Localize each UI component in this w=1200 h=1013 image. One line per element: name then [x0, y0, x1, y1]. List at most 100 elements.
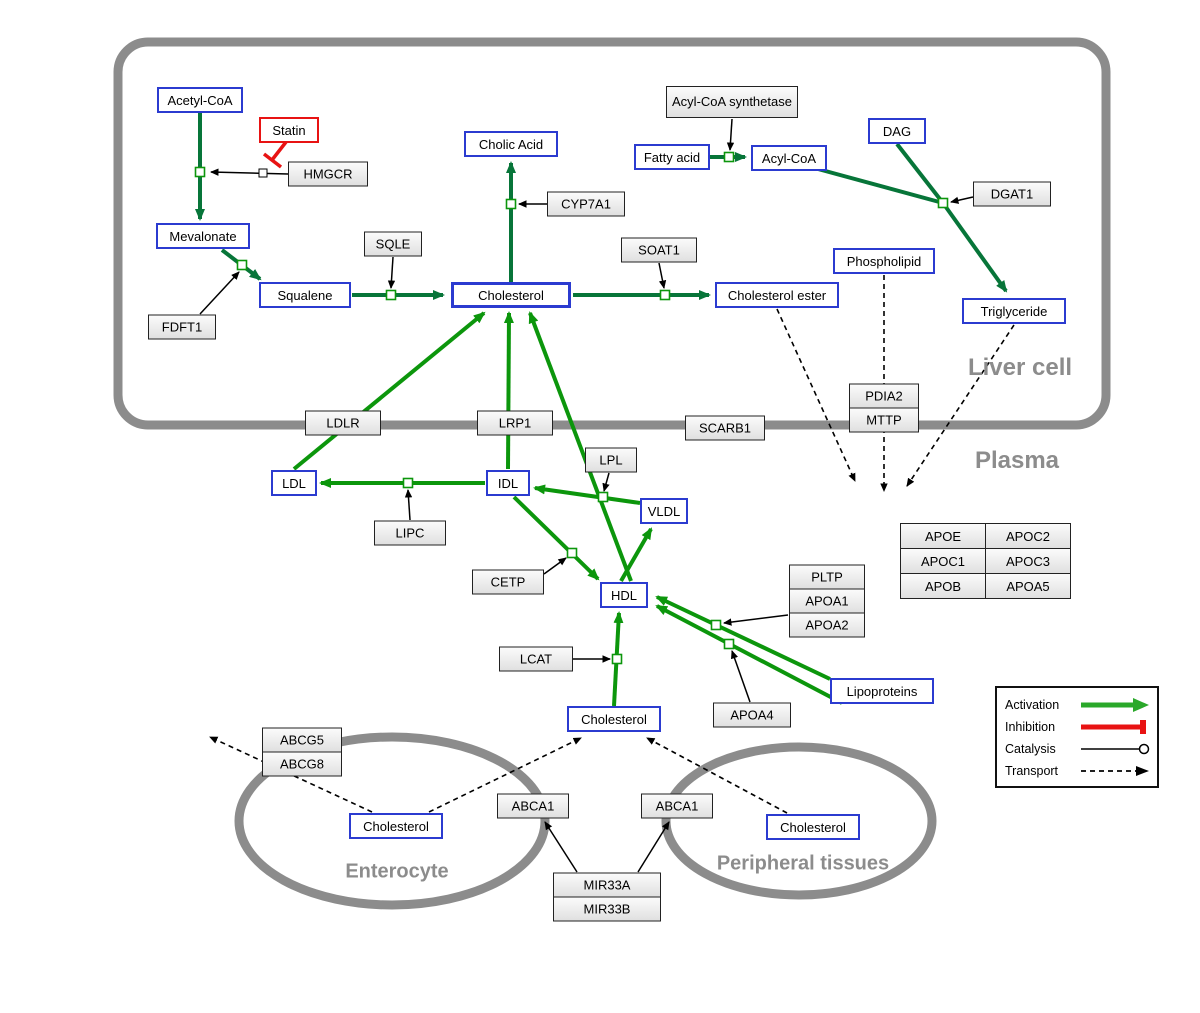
node-abcg5[interactable]: ABCG5 [262, 727, 342, 753]
node-abca1-peripheral[interactable]: ABCA1 [641, 793, 713, 819]
node-triglyceride[interactable]: Triglyceride [962, 298, 1066, 324]
node-hdl[interactable]: HDL [600, 582, 648, 608]
node-mevalonate[interactable]: Mevalonate [156, 223, 250, 249]
node-squalene[interactable]: Squalene [259, 282, 351, 308]
node-ldl[interactable]: LDL [271, 470, 317, 496]
edge-junction-triglyceride [941, 201, 1008, 293]
anchor-acetylcoa-mevalonate [194, 166, 206, 178]
anchor-vldl-idl [597, 491, 609, 503]
edge-mir33-abca1-left [544, 821, 578, 873]
anchor-cholesterol-ester [659, 289, 671, 301]
liver-cell-outline [113, 37, 1111, 430]
node-apoc1[interactable]: APOC1 [901, 549, 986, 574]
edge-ldl-cholesterol [292, 311, 486, 471]
node-mir33b[interactable]: MIR33B [553, 896, 661, 922]
edge-idl-hdl [512, 495, 600, 581]
node-apob[interactable]: APOB [901, 574, 986, 599]
node-apoe[interactable]: APOE [901, 524, 986, 549]
transport-cholesterolester-plasma [776, 308, 856, 482]
anchor-dgat1-junction [937, 197, 949, 209]
node-apoc2[interactable]: APOC2 [986, 524, 1071, 549]
node-fatty-acid[interactable]: Fatty acid [634, 144, 710, 170]
legend-activation-label: Activation [1005, 698, 1060, 712]
activation-edges [292, 311, 843, 707]
inhibition-statin-line [270, 140, 288, 162]
node-dag[interactable]: DAG [868, 118, 926, 144]
liver-cell-label: Liver cell [967, 354, 1073, 381]
legend-inhibition-label: Inhibition [1005, 720, 1056, 734]
node-apoa4[interactable]: APOA4 [713, 702, 791, 728]
node-cholesterol-plasma[interactable]: Cholesterol [567, 706, 661, 732]
catalysis-apoa4 [731, 650, 751, 703]
anchor-cholesterol-cholicacid [505, 198, 517, 210]
edge-lipoproteins-hdl-1 [655, 595, 831, 681]
node-statin[interactable]: Statin [259, 117, 319, 143]
edge-hdl-cholesterol [528, 311, 633, 582]
node-apoa5[interactable]: APOA5 [986, 574, 1071, 599]
legend-row-catalysis: Catalysis [1005, 738, 1153, 760]
catalysis-edges [199, 118, 974, 873]
inhibition-edge [262, 140, 288, 169]
node-cholesterol-peripheral[interactable]: Cholesterol [766, 814, 860, 840]
catalysis-acylcoa-synthetase [726, 118, 735, 151]
inhibition-statin-bar [262, 152, 283, 169]
node-abca1-enterocyte[interactable]: ABCA1 [497, 793, 569, 819]
catalysis-dgat1 [950, 196, 974, 204]
node-mir33a[interactable]: MIR33A [553, 872, 661, 898]
node-apoc3[interactable]: APOC3 [986, 549, 1071, 574]
node-ldlr[interactable]: LDLR [305, 410, 381, 436]
catalysis-circle-icon [1081, 743, 1150, 755]
node-lipoproteins[interactable]: Lipoproteins [830, 678, 934, 704]
catalysis-sqle [387, 256, 396, 289]
node-apoa1[interactable]: APOA1 [789, 588, 865, 614]
catalysis-soat1 [658, 262, 667, 289]
legend-catalysis-label: Catalysis [1005, 742, 1056, 756]
node-lcat[interactable]: LCAT [499, 646, 573, 672]
node-lrp1[interactable]: LRP1 [477, 410, 553, 436]
edge-idl-cholesterol [503, 311, 514, 470]
node-pdia2[interactable]: PDIA2 [849, 383, 919, 409]
node-dgat1[interactable]: DGAT1 [973, 181, 1051, 207]
anchor-mevalonate-squalene [236, 259, 248, 271]
edge-vldl-idl [533, 484, 641, 505]
catalysis-pltp-group [723, 614, 789, 626]
edge-acylcoa-junction [817, 167, 944, 205]
node-apoa2[interactable]: APOA2 [789, 612, 865, 638]
node-cyp7a1[interactable]: CYP7A1 [547, 191, 625, 217]
node-lpl[interactable]: LPL [585, 447, 637, 473]
node-vldl[interactable]: VLDL [640, 498, 688, 524]
node-soat1[interactable]: SOAT1 [621, 237, 697, 263]
legend-transport-label: Transport [1005, 764, 1059, 778]
node-hmgcr[interactable]: HMGCR [288, 161, 368, 187]
catalysis-lpl [602, 472, 610, 492]
anchor-idl-ldl [402, 477, 414, 489]
node-abcg8[interactable]: ABCG8 [262, 751, 342, 777]
node-scarb1[interactable]: SCARB1 [685, 415, 765, 441]
transport-enterocyte-cholesterol-plasma [428, 737, 582, 813]
catalysis-lipc [404, 489, 413, 521]
node-cholesterol-ester[interactable]: Cholesterol ester [715, 282, 839, 308]
node-acyl-coa[interactable]: Acyl-CoA [751, 145, 827, 171]
node-acyl-coa-synthetase[interactable]: Acyl-CoA synthetase [666, 86, 798, 118]
transport-dashed-arrow-icon [1081, 766, 1149, 776]
node-cetp[interactable]: CETP [472, 569, 544, 595]
edge-anchor-squares [194, 151, 949, 665]
node-pltp[interactable]: PLTP [789, 564, 865, 590]
apolipoprotein-table: APOE APOC2 APOC1 APOC3 APOB APOA5 [900, 523, 1071, 599]
anchor-lipoproteins-hdl-2 [723, 638, 735, 650]
node-cholesterol-enterocyte[interactable]: Cholesterol [349, 813, 443, 839]
legend-row-activation: Activation [1005, 694, 1153, 716]
edge-hdl-vldl [619, 527, 653, 582]
catalysis-cetp [543, 557, 567, 575]
node-cholic-acid[interactable]: Cholic Acid [464, 131, 558, 157]
node-mttp[interactable]: MTTP [849, 407, 919, 433]
transport-edges [209, 275, 1015, 814]
node-sqle[interactable]: SQLE [364, 231, 422, 257]
node-acetyl-coa[interactable]: Acetyl-CoA [157, 87, 243, 113]
node-phospholipid[interactable]: Phospholipid [833, 248, 935, 274]
node-cholesterol-liver[interactable]: Cholesterol [451, 282, 571, 308]
node-fdft1[interactable]: FDFT1 [148, 314, 216, 340]
node-idl[interactable]: IDL [486, 470, 530, 496]
node-lipc[interactable]: LIPC [374, 520, 446, 546]
